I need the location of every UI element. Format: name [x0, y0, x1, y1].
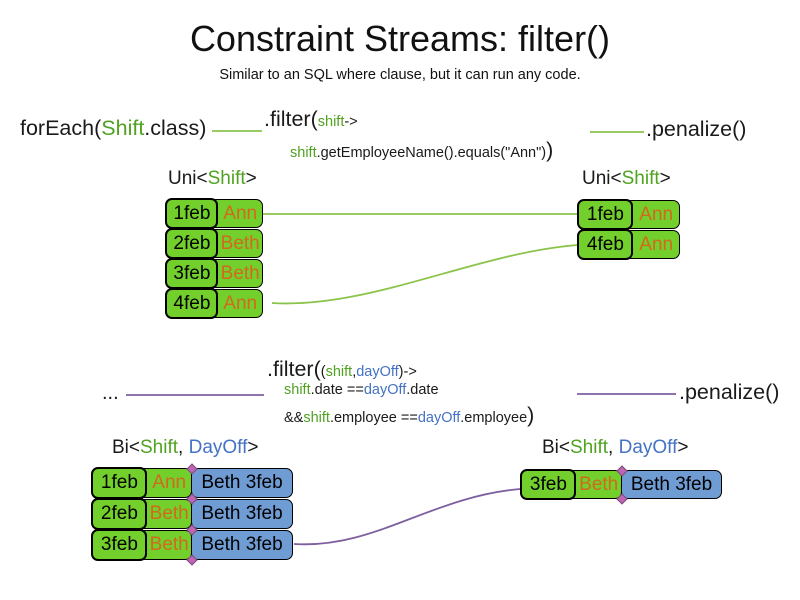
shift-date: 3feb [100, 534, 138, 555]
foreach-call: forEach(Shift.class) [20, 116, 206, 141]
filter1-body-rest: .getEmployeeName().equals("Ann") [316, 145, 547, 161]
bi-right-header-comma: , [608, 437, 619, 458]
bi-left-header: Bi<Shift, DayOff> [112, 437, 258, 459]
penalize1-call: .penalize() [646, 117, 747, 141]
foreach-post: .class) [144, 116, 207, 140]
uni-right-header-post: > [659, 168, 671, 189]
shift-date: 3feb [529, 473, 567, 495]
filter2-line3: && shift.employee == dayOff.employee) [284, 403, 534, 428]
uni-right-header-type: Shift [621, 168, 660, 189]
uni-left-header: Uni<Shift> [168, 168, 257, 190]
uni-right-header-pre: Uni< [582, 168, 622, 189]
filter1-body-var: shift [290, 145, 317, 161]
source-ellipsis: ... [102, 382, 119, 404]
table-row: 3feb Beth Beth 3feb [520, 469, 722, 500]
filter2-param2: dayOff [356, 364, 399, 380]
shift-date: 1feb [586, 203, 624, 225]
shift-employee: Beth [149, 503, 189, 524]
filter2-param1: shift [325, 364, 353, 380]
table-row: 1feb Ann [165, 198, 263, 229]
shift-date: 4feb [173, 292, 211, 314]
bi-left-header-comma: , [178, 437, 189, 458]
shift-employee: Ann [152, 472, 187, 493]
dayoff-value: Beth 3feb [191, 530, 293, 560]
table-row: 1feb Ann [577, 199, 680, 230]
bi-right-header-pre: Bi< [542, 437, 570, 458]
dayoff-value: Beth 3feb [191, 468, 293, 498]
filter2-line2-mid: .date == [310, 382, 364, 398]
shift-employee: Ann [223, 292, 258, 314]
shift-date: 1feb [100, 472, 138, 493]
filter2-arrow: -> [403, 364, 417, 380]
page-subtitle: Similar to an SQL where clause, but it c… [219, 67, 581, 83]
shift-employee: Ann [639, 203, 674, 225]
filter2-line3-var1: shift [303, 410, 330, 426]
table-row: 4feb Ann [165, 288, 263, 319]
foreach-class-type: Shift [101, 116, 145, 140]
bi-left-header-type2: DayOff [188, 437, 248, 458]
uni-left-header-type: Shift [207, 168, 246, 189]
connector-row-3feb-bi [293, 488, 521, 546]
filter1-arrow: -> [344, 114, 358, 130]
penalize2-call: .penalize() [679, 380, 780, 404]
bi-right-header-type2: DayOff [618, 437, 678, 458]
filter2-head: .filter( [267, 357, 321, 381]
table-row: 2feb Beth Beth 3feb [91, 498, 293, 530]
filter2-line2-var2: dayOff [363, 382, 407, 398]
shift-employee: Beth [579, 473, 619, 495]
filter1-head: .filter( [264, 107, 318, 131]
filter2-paren-close: ) [398, 364, 404, 380]
bi-left-header-type1: Shift [140, 437, 179, 458]
filter1-line2: shift.getEmployeeName().equals("Ann")) [290, 138, 553, 163]
filter1-line1: .filter(shift -> [264, 107, 358, 132]
filter2-line2-end: .date [406, 382, 439, 398]
dayoff-value: Beth 3feb [621, 470, 722, 499]
table-row: 2feb Beth [165, 228, 263, 259]
filter2-line1: .filter((shift, dayOff) -> [267, 357, 417, 382]
shift-employee: Beth [220, 262, 260, 284]
table-row: 3feb Beth Beth 3feb [91, 529, 293, 561]
uni-left-header-pre: Uni< [168, 168, 208, 189]
connector-row-4feb [271, 244, 579, 305]
shift-date: 3feb [173, 262, 211, 284]
dayoff-value: Beth 3feb [191, 499, 293, 529]
filter2-paren-open: ( [320, 364, 326, 380]
shift-employee: Ann [639, 233, 674, 255]
filter2-line3-and: && [284, 410, 304, 426]
filter2-line3-var2: dayOff [417, 410, 461, 426]
filter1-param: shift [317, 114, 345, 130]
bi-right-header-type1: Shift [570, 437, 609, 458]
filter1-close-paren: ) [546, 138, 554, 162]
shift-date: 1feb [173, 202, 211, 224]
shift-employee: Beth [149, 534, 189, 555]
bi-right-header-post: > [677, 437, 689, 458]
bi-left-header-pre: Bi< [112, 437, 140, 458]
shift-employee: Ann [223, 202, 258, 224]
table-row: 4feb Ann [577, 229, 680, 260]
shift-date: 4feb [586, 233, 624, 255]
filter2-line3-mid: .employee == [329, 410, 418, 426]
shift-date: 2feb [100, 503, 138, 524]
table-row: 3feb Beth [165, 258, 263, 289]
filter2-close-paren: ) [527, 403, 535, 427]
shift-employee: Beth [220, 232, 260, 254]
bi-right-header: Bi<Shift, DayOff> [542, 437, 688, 459]
filter2-line2: shift.date == dayOff.date [284, 382, 439, 398]
filter2-line2-var1: shift [284, 382, 311, 398]
shift-date: 2feb [173, 232, 211, 254]
filter2-line3-end: .employee [460, 410, 528, 426]
uni-right-header: Uni<Shift> [582, 168, 671, 190]
filter2-comma: , [352, 364, 357, 380]
table-row: 1feb Ann Beth 3feb [91, 467, 293, 499]
bi-left-header-post: > [247, 437, 259, 458]
page-title: Constraint Streams: filter() [189, 18, 611, 59]
foreach-pre: forEach( [20, 116, 102, 140]
uni-left-header-post: > [245, 168, 257, 189]
